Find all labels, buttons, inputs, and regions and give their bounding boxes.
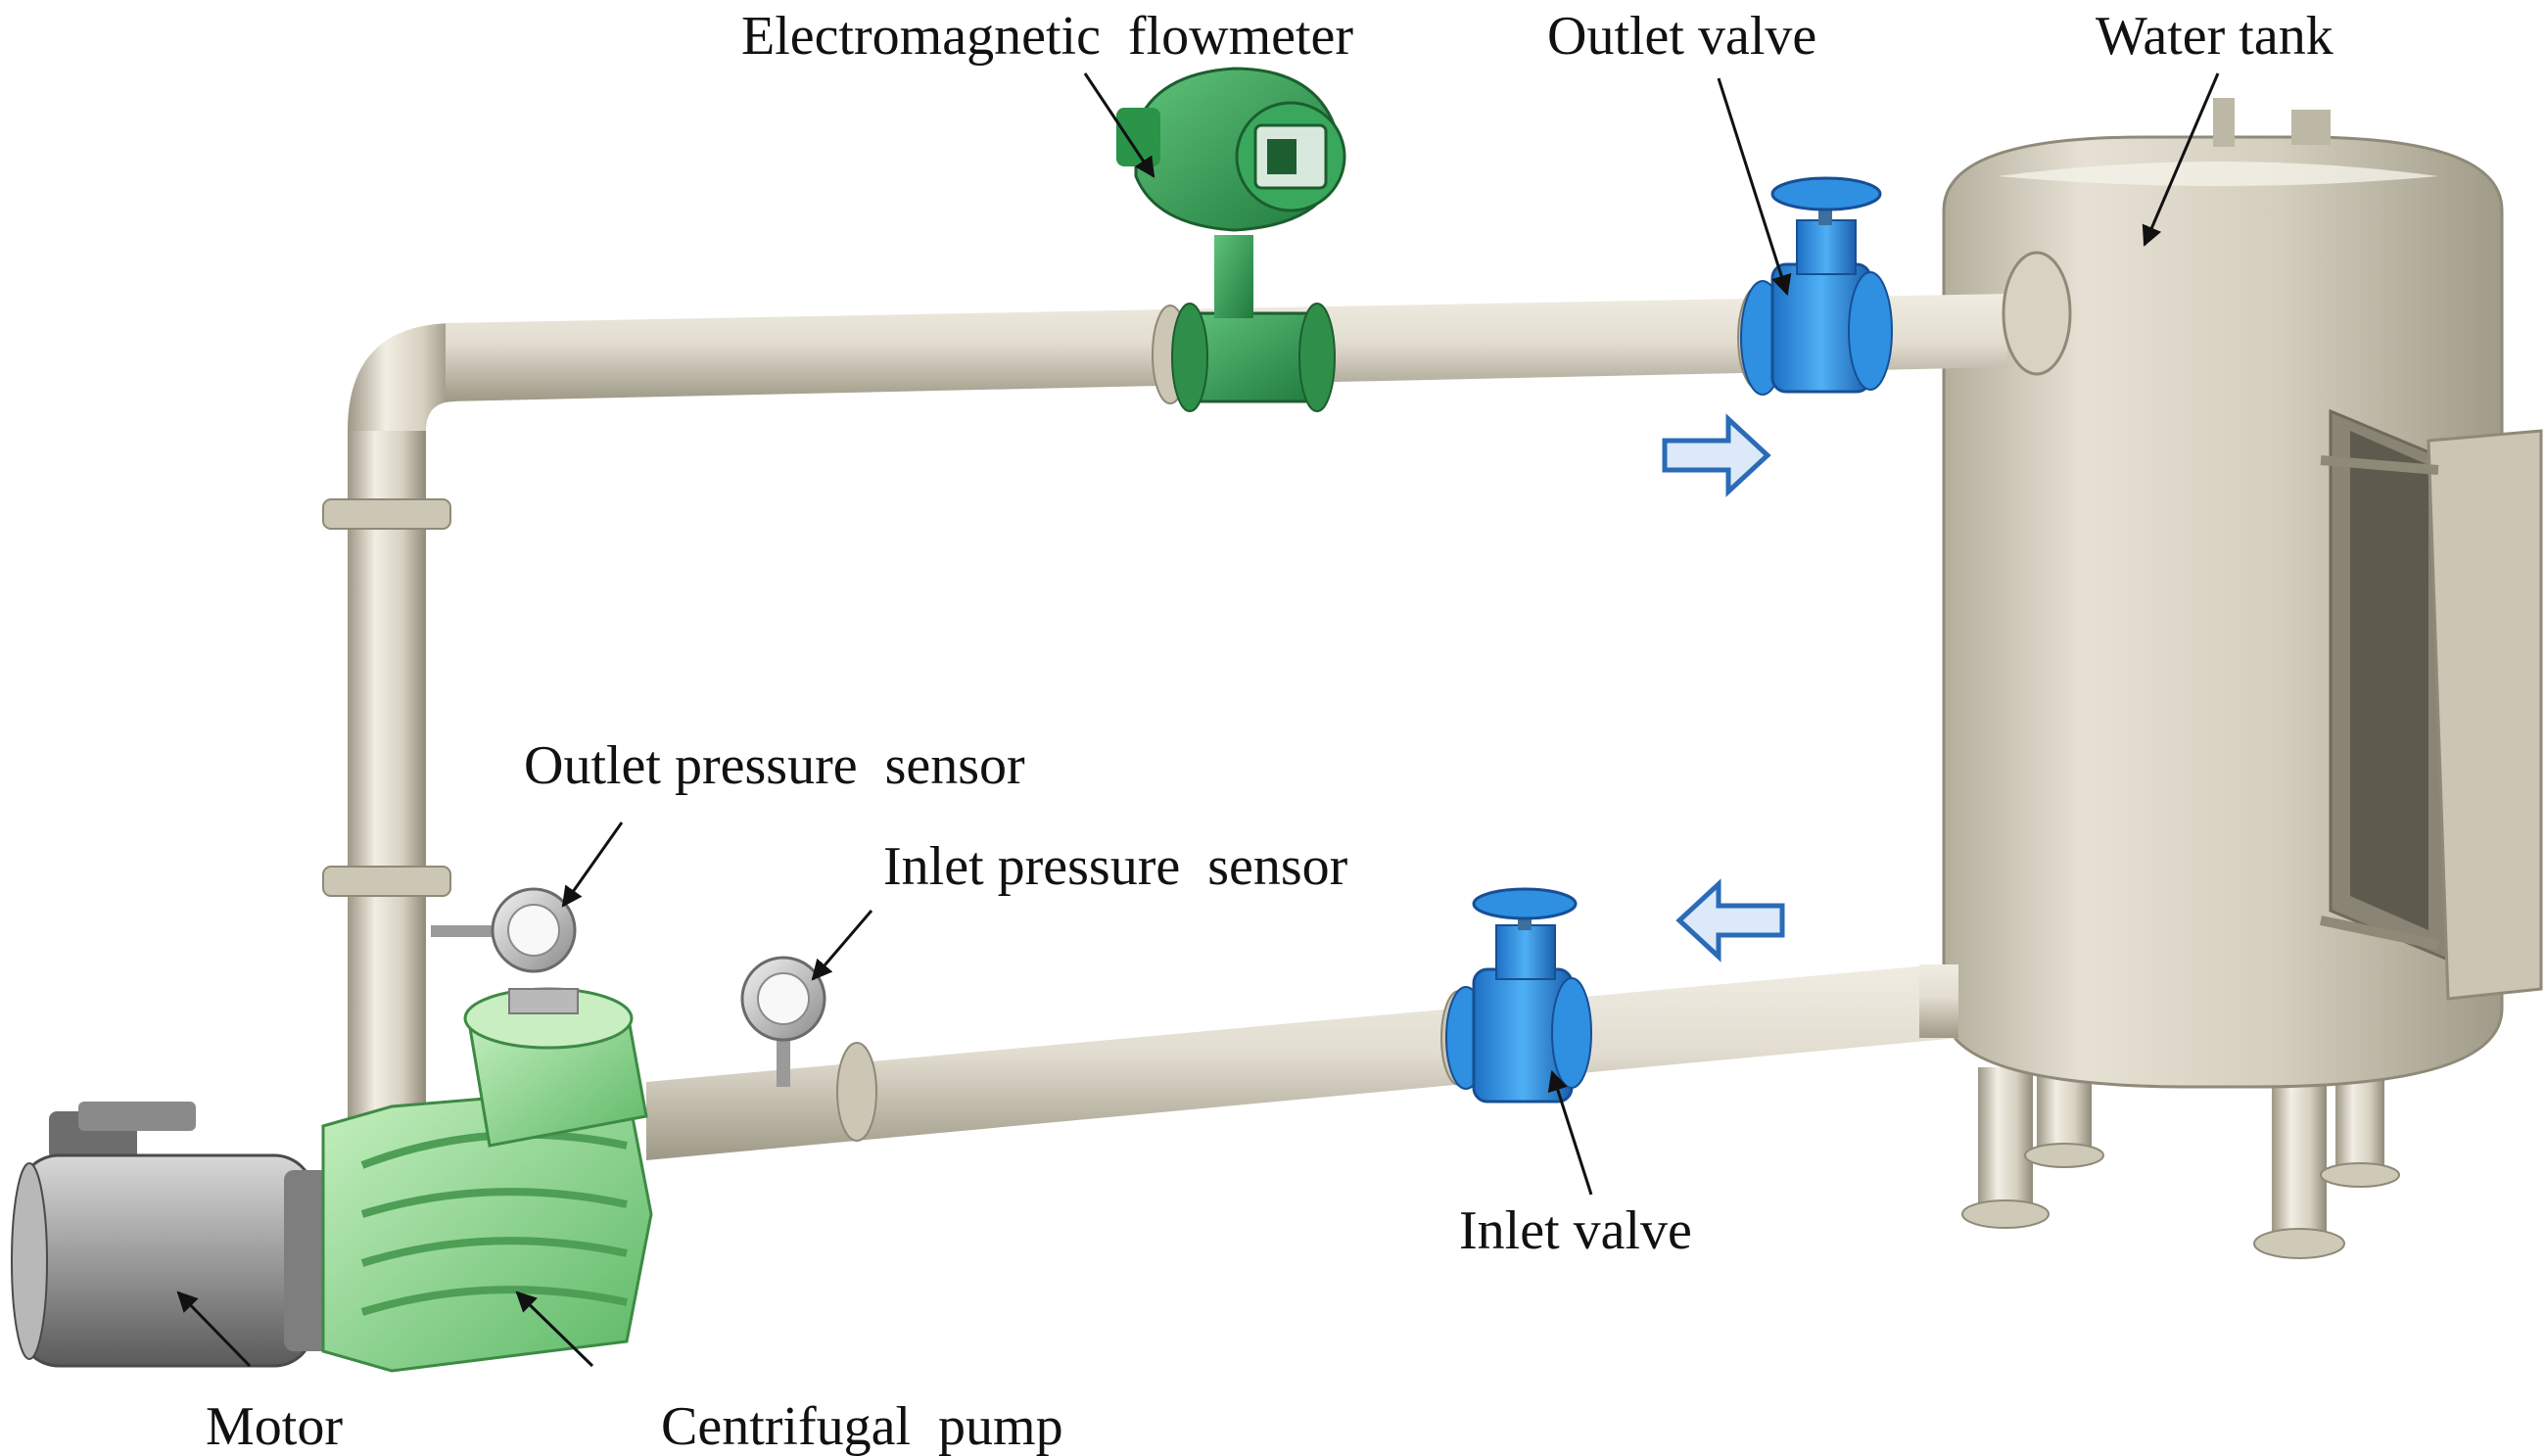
- valve-handwheel: [1770, 176, 1882, 211]
- label-electromagnetic-flowmeter: Electromagnetic flowmeter: [741, 6, 1353, 67]
- label-inlet-pressure-sensor: Inlet pressure sensor: [883, 836, 1348, 897]
- outlet-pressure-sensor: [431, 887, 577, 973]
- inlet-pressure-sensor: [740, 956, 826, 1087]
- motor: [11, 1102, 343, 1368]
- pipe-flange: [322, 866, 451, 897]
- water-tank: [1942, 98, 2543, 1259]
- leader-lines: [176, 72, 2220, 1368]
- pipe-flange: [322, 498, 451, 530]
- electromagnetic-flowmeter: [1116, 67, 1346, 412]
- leader-flowmeter: [1083, 72, 1155, 178]
- centrifugal-pump: [321, 987, 653, 1373]
- label-outlet-pressure-sensor: Outlet pressure sensor: [524, 735, 1025, 796]
- label-inlet-valve: Inlet valve: [1459, 1200, 1692, 1261]
- leader-motor: [176, 1291, 252, 1368]
- label-water-tank: Water tank: [2096, 6, 2334, 67]
- valve-handwheel: [1472, 887, 1578, 920]
- leader-inlet-pressure-sensor: [811, 910, 873, 981]
- label-outlet-valve: Outlet valve: [1547, 6, 1816, 67]
- tank-nozzle: [2002, 251, 2072, 376]
- inlet-valve: [1445, 887, 1592, 1104]
- leader-water-tank: [2142, 72, 2220, 247]
- leader-centrifugal-pump: [515, 1291, 594, 1368]
- label-centrifugal-pump: Centrifugal pump: [661, 1396, 1063, 1456]
- labels: Electromagnetic flowmeter Outlet valve W…: [206, 6, 2334, 1456]
- left-arrow-outline-icon: [1675, 878, 1785, 963]
- leader-inlet-valve: [1547, 1069, 1593, 1196]
- label-motor: Motor: [206, 1396, 343, 1456]
- leader-outlet-valve: [1717, 77, 1792, 297]
- tank-legs: [1961, 1067, 2400, 1259]
- outlet-valve: [1740, 176, 1893, 396]
- inlet-pipe: [646, 964, 1958, 1160]
- leader-outlet-pressure-sensor: [561, 822, 624, 908]
- pipe-flange: [836, 1042, 877, 1142]
- tank-side-window: [2319, 408, 2543, 1001]
- right-arrow-outline-icon: [1662, 413, 1771, 497]
